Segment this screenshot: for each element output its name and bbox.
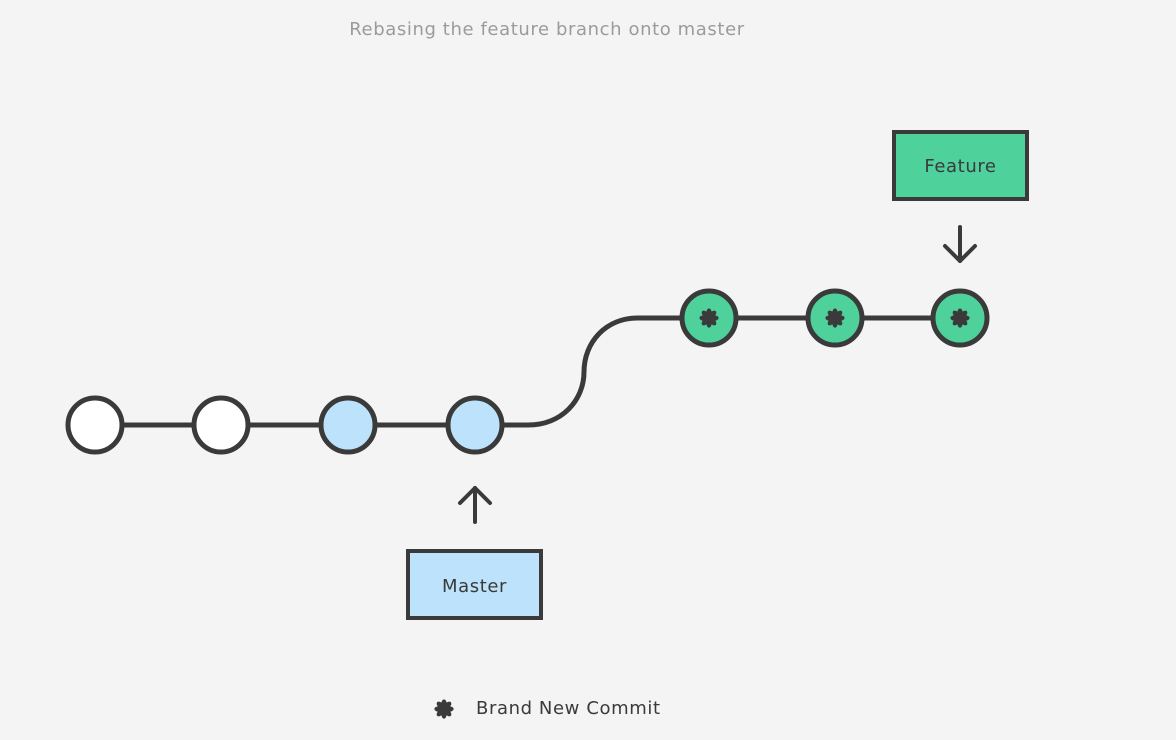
asterisk-icon <box>950 308 970 328</box>
rebase-connector-curve <box>472 315 712 428</box>
asterisk-icon <box>434 699 454 719</box>
arrow-down-icon <box>943 225 977 263</box>
base-commit-node <box>191 395 251 455</box>
master-label-box <box>406 549 543 620</box>
asterisk-icon <box>699 308 719 328</box>
asterisk-icon <box>825 308 845 328</box>
feature-pointer: Feature <box>892 130 1029 263</box>
feature-commit-node <box>679 288 739 348</box>
master-pointer: Master <box>406 486 543 620</box>
master-label: Master <box>442 576 507 597</box>
legend: Brand New Commit <box>432 696 661 722</box>
master-commit-node <box>445 395 505 455</box>
feature-label: Feature <box>924 156 996 177</box>
legend-text: Brand New Commit <box>476 698 661 719</box>
diagram-title: Rebasing the feature branch onto master <box>349 19 745 40</box>
feature-label-box <box>892 130 1029 201</box>
arrow-up-icon <box>458 486 492 524</box>
feature-commit-node <box>805 288 865 348</box>
feature-commit-node <box>930 288 990 348</box>
base-commit-node <box>65 395 125 455</box>
master-commit-node <box>318 395 378 455</box>
